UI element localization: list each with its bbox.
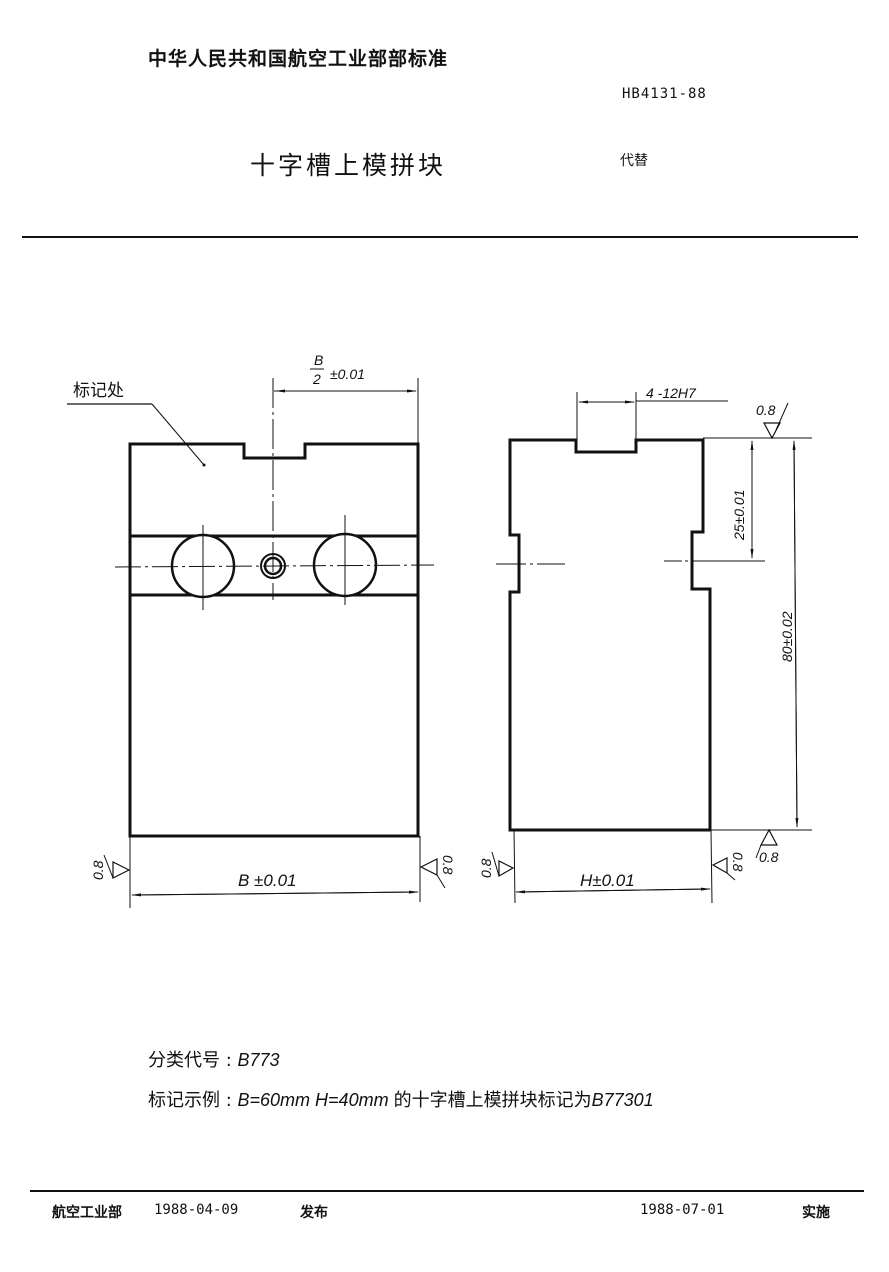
classification-code-line: 分类代号 : B773	[148, 1050, 280, 1071]
footer-issuer: 航空工业部	[52, 1205, 122, 1221]
height-dimension: 80±0.02	[779, 611, 795, 662]
marking-example-text: 的十字槽上模拼块标记为	[393, 1090, 592, 1111]
footer-implementation-date: 1988-07-01	[640, 1202, 725, 1218]
footer-issue-label: 发布	[300, 1205, 328, 1221]
replaces-label: 代替	[620, 153, 648, 169]
front-view: B 2 ±0.01 标记处 B ±0.01 0.8 0.8	[67, 352, 456, 908]
organization-heading: 中华人民共和国航空工业部部标准	[148, 48, 449, 70]
marking-label: 标记处	[73, 381, 124, 401]
roughness-front-left: 0.8	[90, 860, 106, 880]
footer-issue-date: 1988-04-09	[154, 1202, 239, 1218]
top-offset-dimension: 25±0.01	[731, 489, 747, 541]
footer-divider	[30, 1190, 864, 1192]
footer-implementation-label: 实施	[802, 1205, 830, 1221]
document-title: 十字槽上模拼块	[250, 151, 447, 180]
roughness-side-left: 0.8	[478, 858, 494, 878]
thickness-dimension: H±0.01	[580, 871, 635, 890]
marking-example-line: 标记示例 : B=60mm H=40mm 的十字槽上模拼块标记为B77301	[148, 1090, 654, 1111]
roughness-side-right: 0.8	[730, 852, 746, 872]
width-dimension: B ±0.01	[238, 871, 296, 890]
half-width-tolerance: ±0.01	[330, 366, 365, 382]
marking-example-label: 标记示例	[148, 1090, 220, 1111]
roughness-front-right: 0.8	[440, 855, 456, 875]
side-view: 4 -12H7 25±0.01 80±0.02 0.8 0.8 H±0.01	[478, 385, 812, 904]
standard-code: HB4131-88	[622, 86, 707, 102]
header-divider	[22, 236, 858, 238]
half-width-numerator: B	[314, 352, 323, 368]
slot-dimension: 4 -12H7	[646, 385, 697, 401]
classification-code-label: 分类代号	[148, 1050, 220, 1071]
roughness-side-top: 0.8	[756, 402, 776, 418]
half-width-denominator: 2	[312, 371, 321, 387]
marking-example-code: B77301	[591, 1090, 654, 1110]
marking-example-params: B=60mm H=40mm	[237, 1090, 389, 1110]
roughness-side-bottom: 0.8	[759, 849, 779, 865]
classification-code-value: B773	[237, 1050, 280, 1070]
